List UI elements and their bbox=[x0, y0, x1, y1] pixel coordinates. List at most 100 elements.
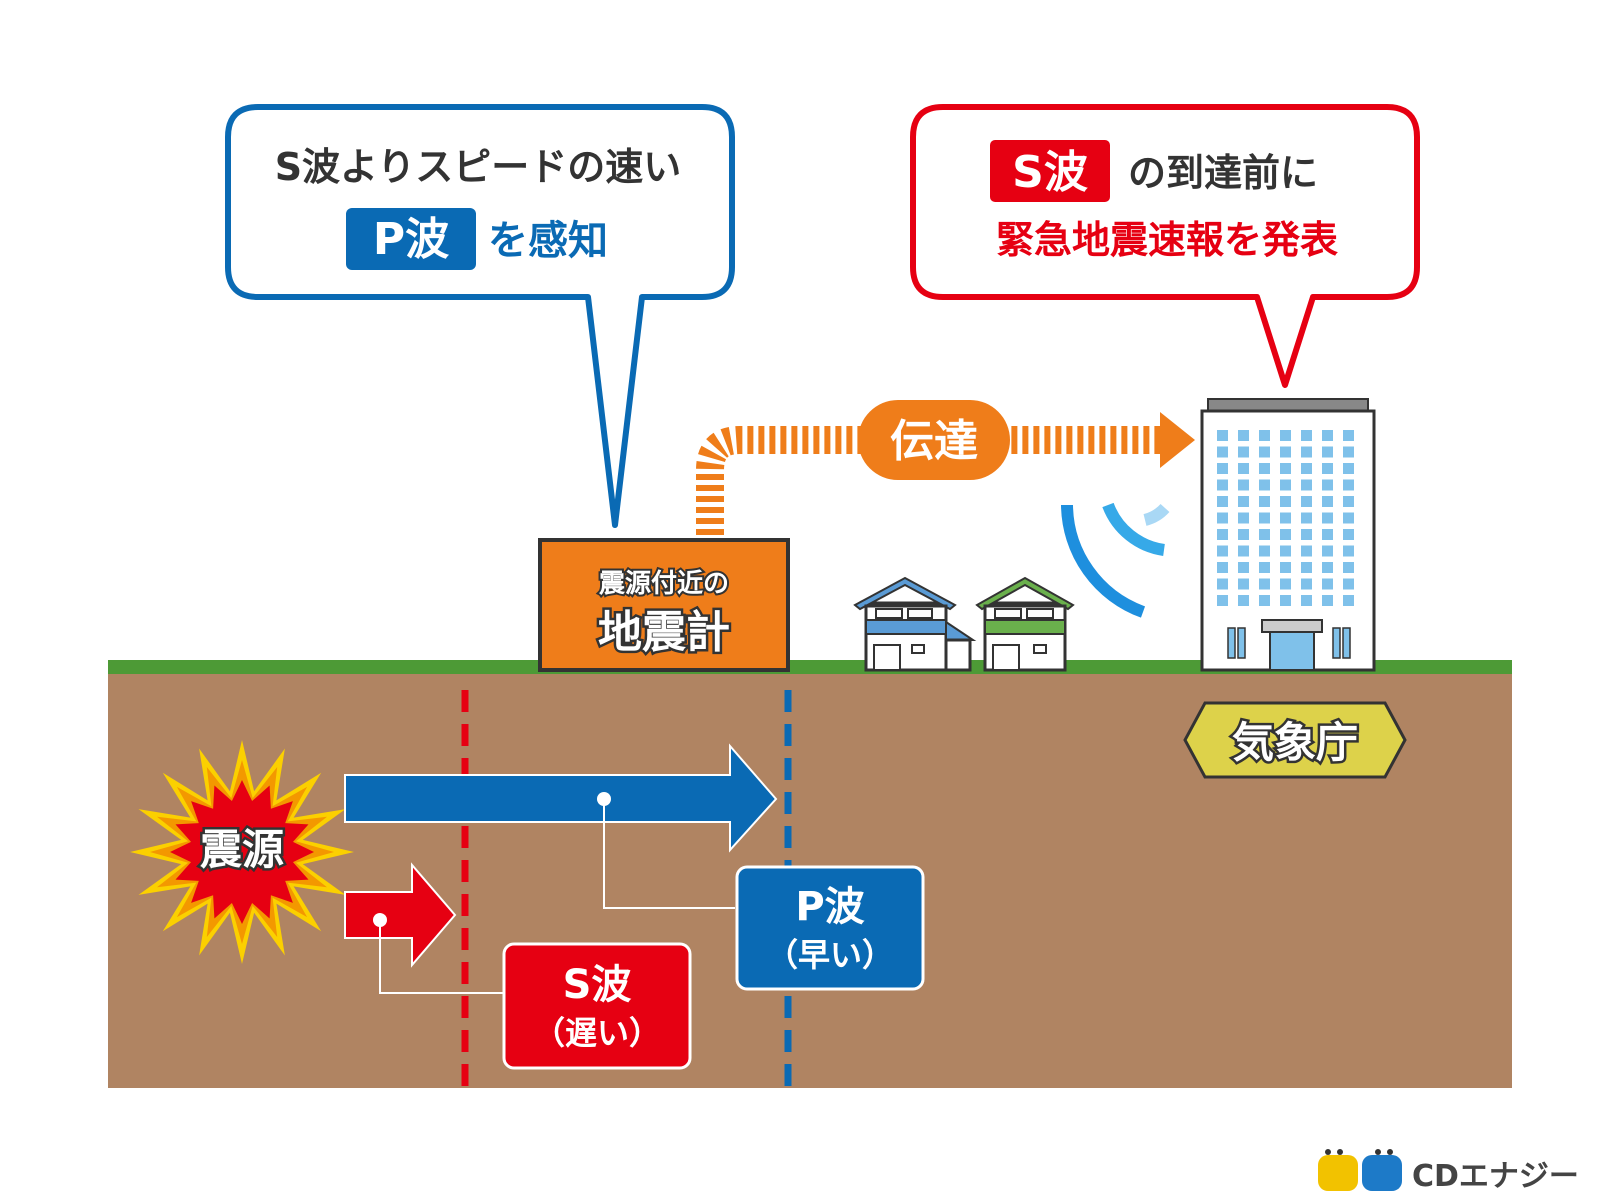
building-window bbox=[1322, 578, 1333, 590]
signal-icon bbox=[1061, 502, 1170, 618]
building-window bbox=[1301, 446, 1312, 458]
building-window bbox=[1280, 512, 1291, 524]
building-window bbox=[1238, 595, 1249, 606]
building-window bbox=[1238, 430, 1249, 441]
s-wave-subtitle: （遅い） bbox=[533, 1014, 661, 1052]
building-window bbox=[1322, 595, 1333, 606]
transmit-arrowhead bbox=[1160, 412, 1195, 468]
seismometer-line1: 震源付近の bbox=[599, 569, 729, 599]
building-window bbox=[1343, 496, 1354, 507]
logo-text: CDエナジー bbox=[1412, 1159, 1579, 1194]
transmit-label-bg bbox=[858, 400, 1010, 480]
bubble-left: S波よりスピードの速い P波 を感知 bbox=[225, 104, 735, 528]
building-window bbox=[1217, 496, 1228, 507]
building-window bbox=[1280, 562, 1291, 573]
building-window bbox=[1238, 512, 1249, 524]
house-icon bbox=[975, 576, 1075, 672]
building-window bbox=[1322, 463, 1333, 474]
building-window bbox=[1217, 446, 1228, 458]
p-wave-arrow bbox=[344, 743, 778, 909]
building-window bbox=[1217, 479, 1228, 491]
building-window bbox=[1280, 479, 1291, 491]
building-window bbox=[1280, 545, 1291, 557]
building-window bbox=[1217, 463, 1228, 474]
building-window bbox=[1238, 446, 1249, 458]
p-wave-subtitle: （早い） bbox=[766, 936, 894, 974]
building-window bbox=[1259, 595, 1270, 606]
building-window bbox=[1238, 479, 1249, 491]
building-window bbox=[1259, 545, 1270, 557]
building-window bbox=[1259, 463, 1270, 474]
building-window bbox=[1301, 545, 1312, 557]
building-window bbox=[1280, 595, 1291, 606]
building-window bbox=[1238, 463, 1249, 474]
epicenter: 震源 bbox=[130, 740, 354, 964]
building-window bbox=[1238, 496, 1249, 507]
building-window bbox=[1301, 562, 1312, 573]
building-window bbox=[1280, 529, 1291, 540]
building-window bbox=[1301, 430, 1312, 441]
building-window bbox=[1259, 479, 1270, 491]
p-wave-tag-bg bbox=[346, 208, 476, 270]
agency-tag: 気象庁 bbox=[1183, 701, 1407, 779]
building-window bbox=[1238, 578, 1249, 590]
building-window bbox=[1259, 529, 1270, 540]
bubble-right-line2: 緊急地震速報を発表 bbox=[996, 218, 1338, 262]
building-window bbox=[1322, 496, 1333, 507]
building-window bbox=[1322, 545, 1333, 557]
building-window bbox=[1280, 496, 1291, 507]
building-window bbox=[1343, 578, 1354, 590]
p-wave-title: P波 bbox=[795, 884, 864, 930]
s-wave-box: S波 （遅い） bbox=[502, 942, 692, 1070]
building-window bbox=[1217, 545, 1228, 557]
building-window bbox=[1343, 479, 1354, 491]
transmit-label: 伝達 bbox=[890, 416, 978, 467]
bubble-right: S波 の到達前に 緊急地震速報を発表 bbox=[910, 104, 1420, 388]
s-wave-arrow bbox=[344, 862, 505, 994]
s-wave-tag-bg bbox=[990, 140, 1110, 202]
building-window bbox=[1322, 512, 1333, 524]
building-window bbox=[1322, 430, 1333, 441]
bubble-left-line1: S波よりスピードの速い bbox=[275, 145, 682, 189]
epicenter-label: 震源 bbox=[200, 825, 284, 874]
office-building-icon bbox=[1200, 398, 1376, 672]
building-window bbox=[1259, 496, 1270, 507]
agency-label: 気象庁 bbox=[1232, 718, 1358, 767]
building-window bbox=[1217, 578, 1228, 590]
grass-line bbox=[108, 660, 1512, 674]
s-wave-tag: S波 bbox=[1012, 147, 1088, 198]
building-window bbox=[1217, 562, 1228, 573]
building-window bbox=[1259, 446, 1270, 458]
building-window bbox=[1343, 529, 1354, 540]
building-window bbox=[1280, 446, 1291, 458]
building-window bbox=[1343, 545, 1354, 557]
building-window bbox=[1301, 512, 1312, 524]
building-window bbox=[1259, 430, 1270, 441]
building-window bbox=[1217, 529, 1228, 540]
building-window bbox=[1301, 479, 1312, 491]
building-window bbox=[1343, 430, 1354, 441]
seismometer: 震源付近の 地震計 bbox=[538, 538, 790, 672]
building-window bbox=[1322, 529, 1333, 540]
building-window bbox=[1217, 430, 1228, 441]
building-window bbox=[1343, 562, 1354, 573]
building-window bbox=[1343, 512, 1354, 524]
transmit-path: 伝達 bbox=[696, 400, 1195, 535]
building-window bbox=[1238, 529, 1249, 540]
building-window bbox=[1343, 446, 1354, 458]
building-window bbox=[1301, 578, 1312, 590]
seismometer-line2: 地震計 bbox=[598, 607, 730, 658]
building-window bbox=[1322, 562, 1333, 573]
building-window bbox=[1280, 578, 1291, 590]
building-window bbox=[1238, 545, 1249, 557]
building-window bbox=[1238, 562, 1249, 573]
building-window bbox=[1217, 512, 1228, 524]
building-window bbox=[1301, 529, 1312, 540]
building-window bbox=[1343, 463, 1354, 474]
building-window bbox=[1343, 595, 1354, 606]
building-window bbox=[1322, 479, 1333, 491]
p-wave-box: P波 （早い） bbox=[735, 865, 925, 991]
building-window bbox=[1280, 463, 1291, 474]
building-window bbox=[1259, 512, 1270, 524]
